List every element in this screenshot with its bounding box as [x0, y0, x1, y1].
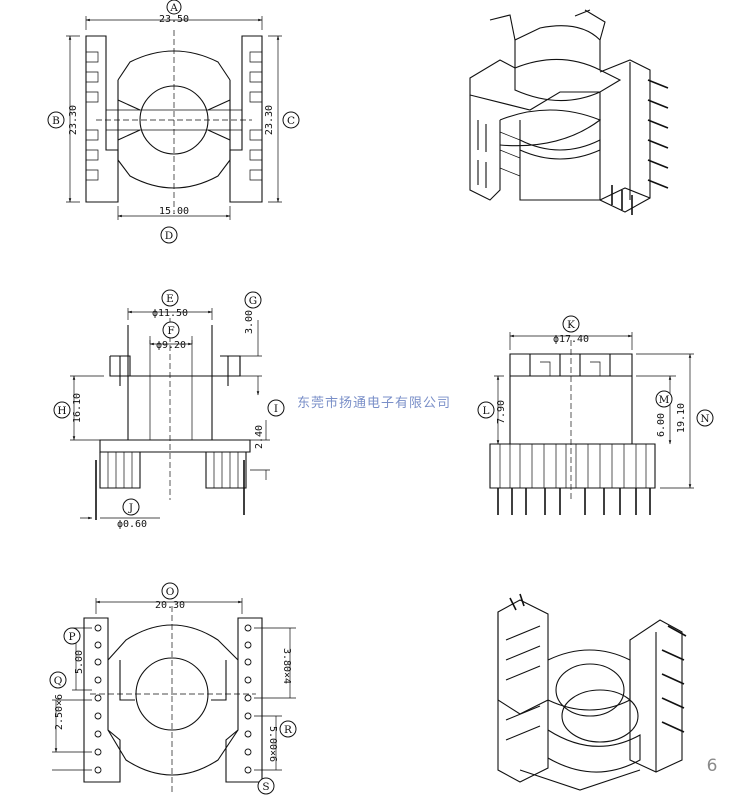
label-n: N — [700, 413, 709, 425]
label-m: M — [659, 394, 670, 406]
label-q: Q — [54, 675, 63, 687]
top-right-terminal-block — [229, 35, 263, 203]
front-upper-dim: 7.90 — [496, 400, 507, 424]
label-p: P — [68, 631, 75, 643]
top-bottom-dim: 15.00 — [159, 206, 189, 217]
label-i: I — [274, 403, 278, 415]
isometric-view-bottom — [497, 593, 687, 791]
top-left-terminal-block — [85, 35, 119, 203]
side-view: ϕ11.50 ϕ9.20 3.00 16.10 2.40 ϕ0.60 E F G… — [53, 289, 285, 530]
bottom-view: 20.30 5.00 2.50×6 3.80×4 5.00×6 O P Q R … — [49, 582, 297, 795]
top-width-dim: 23.50 — [159, 14, 189, 25]
label-d: D — [165, 230, 173, 242]
top-view: 23.50 23.30 23.30 15.00 A B C D — [47, 0, 300, 244]
side-outer-dia-dim: ϕ11.50 — [152, 308, 188, 319]
side-pin-len-dim: 2.40 — [254, 425, 265, 449]
side-pin-dia-dim: ϕ0.60 — [117, 519, 147, 530]
label-a: A — [169, 2, 178, 14]
label-h: H — [57, 405, 66, 417]
bottom-offset-dim: 5.00 — [74, 650, 85, 674]
bottom-width-dim: 20.30 — [155, 600, 185, 611]
label-r: R — [284, 724, 293, 736]
bottom-left-pitch-dim: 2.50×6 — [54, 694, 65, 730]
top-right-height-dim: 23.30 — [264, 105, 275, 135]
front-view: ϕ17.40 7.90 6.00 19.10 K L M N — [477, 315, 714, 515]
label-s: S — [262, 781, 269, 793]
label-f: F — [167, 325, 174, 337]
page-number: 6 — [707, 756, 718, 776]
label-e: E — [166, 293, 174, 305]
front-width-dim: ϕ17.40 — [553, 334, 589, 345]
side-height-dim: 16.10 — [72, 393, 83, 423]
label-j: J — [128, 502, 133, 514]
label-o: O — [166, 586, 175, 598]
label-b: B — [52, 115, 60, 127]
bottom-right-pitch-dim: 3.80×4 — [281, 648, 292, 684]
top-left-height-dim: 23.30 — [68, 105, 79, 135]
side-inner-dia-dim: ϕ9.20 — [156, 340, 186, 351]
watermark-text: 东莞市扬通电子有限公司 — [297, 395, 451, 411]
label-l: L — [483, 405, 490, 417]
isometric-view-top — [469, 9, 669, 215]
side-flange-dim: 3.00 — [244, 310, 255, 334]
label-c: C — [287, 115, 295, 127]
label-g: G — [249, 295, 257, 307]
front-total-dim: 19.10 — [676, 403, 687, 433]
bottom-right-pitch2-dim: 5.00×6 — [267, 726, 278, 762]
front-body-dim: 6.00 — [656, 413, 667, 437]
label-k: K — [567, 319, 575, 331]
